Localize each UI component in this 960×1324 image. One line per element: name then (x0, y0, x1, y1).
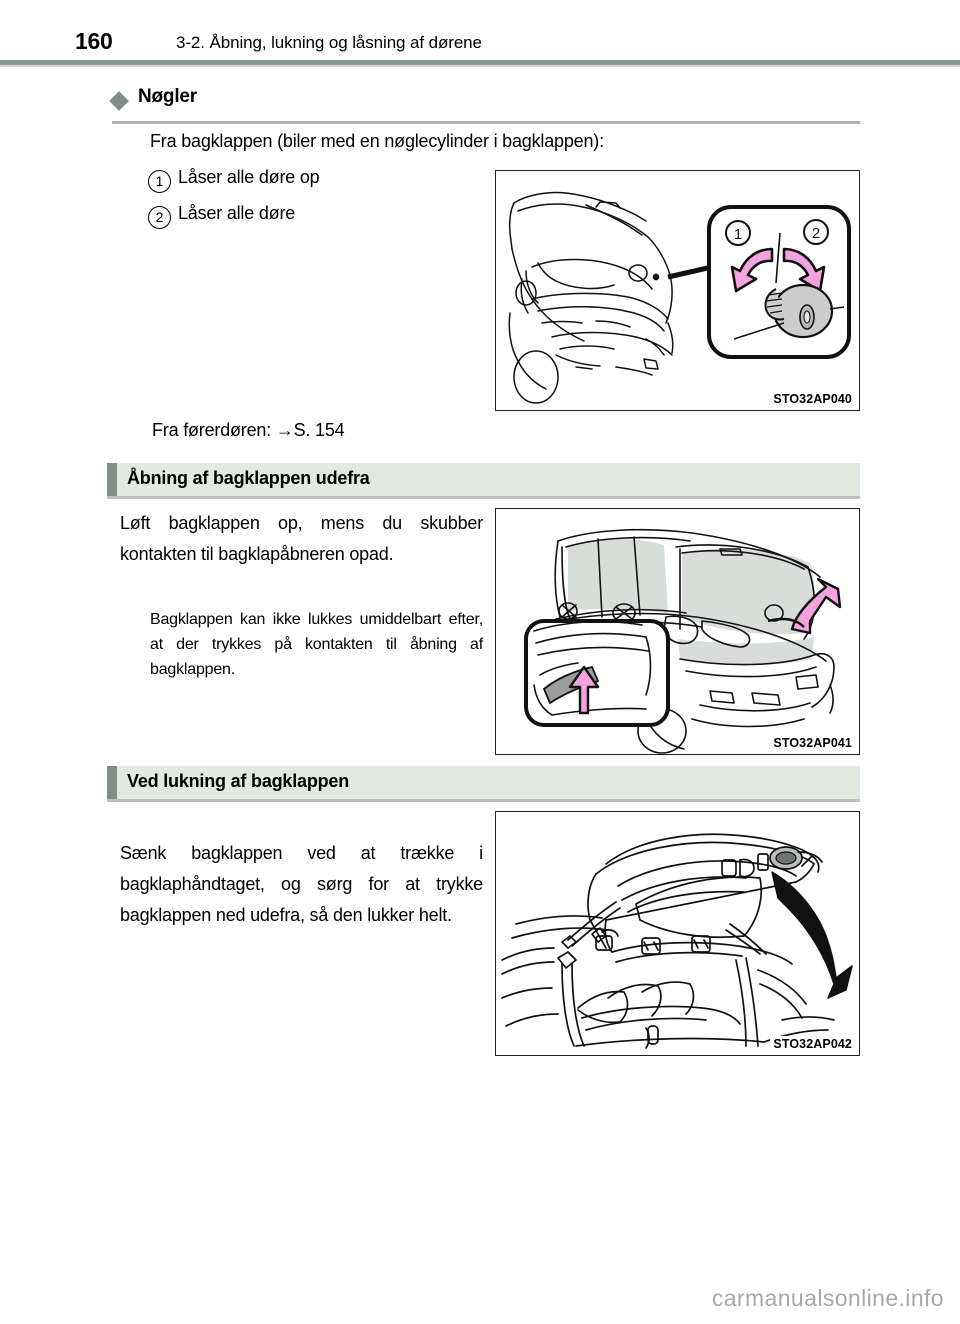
list-marker-2: 2 (148, 206, 171, 229)
bullet-heading-rule (112, 121, 860, 124)
list-item: 2 Låser alle døre (148, 203, 478, 239)
page-header: 160 3-2. Åbning, lukning og låsning af d… (0, 0, 960, 58)
section-note-opening: Bagklappen kan ikke lukkes umiddelbart e… (150, 611, 483, 678)
section-accent-bar (107, 766, 117, 799)
list-item-label: Låser alle døre (178, 203, 296, 223)
header-rule (0, 60, 960, 65)
intro-text: Fra bagklappen (biler med en nøglecylind… (150, 131, 604, 151)
section-accent-bar (107, 463, 117, 496)
bullet-heading-label: Nøgler (138, 86, 197, 107)
figure-code: STO32AP042 (770, 1036, 855, 1052)
figure-code: STO32AP041 (770, 735, 855, 751)
svg-text:2: 2 (812, 225, 820, 242)
list-marker-1: 1 (148, 170, 171, 193)
section-heading-closing: Ved lukning af bagklappen (107, 766, 860, 802)
list-item: 1 Låser alle døre op (148, 167, 478, 203)
section-heading-shadow (107, 799, 860, 802)
figure-2-illustration (524, 528, 842, 754)
section-heading-label: Ved lukning af bagklappen (127, 771, 350, 791)
page-title: 3-2. Åbning, lukning og låsning af døren… (176, 33, 482, 52)
svg-text:1: 1 (734, 226, 742, 243)
watermark: carmanualsonline.info (711, 1285, 944, 1311)
figure-1-illustration: 1 2 (508, 191, 851, 404)
figure-tailgate-handle: STO32AP042 (495, 811, 860, 1056)
section-heading-bg (117, 463, 860, 496)
bullet-heading: Nøgler (109, 86, 860, 128)
section-heading-bg (117, 766, 860, 799)
reference-link[interactable]: Fra førerdøren: →S. 154 (152, 420, 345, 440)
numbered-list: 1 Låser alle døre op 2 Låser alle døre (148, 167, 478, 239)
figure-tailgate-switch: STO32AP041 (495, 508, 860, 755)
header-rule-shadow (0, 65, 960, 67)
diamond-bullet-icon (109, 91, 129, 111)
figure-code: STO32AP040 (770, 391, 855, 407)
page-number: 160 (75, 28, 113, 54)
section-heading-shadow (107, 496, 860, 499)
section-body-closing: Sænk bagklappen ved at trække i bagklaph… (120, 843, 483, 925)
section-heading-opening: Åbning af bagklappen udefra (107, 463, 860, 499)
section-heading-label: Åbning af bagklappen udefra (127, 468, 370, 488)
figure-key-cylinder: 1 2 STO32AP040 (495, 170, 860, 411)
list-item-label: Låser alle døre op (178, 167, 320, 187)
figure-3-illustration (501, 833, 853, 1049)
section-body-opening: Løft bagklappen op, mens du skubber kont… (120, 513, 483, 564)
